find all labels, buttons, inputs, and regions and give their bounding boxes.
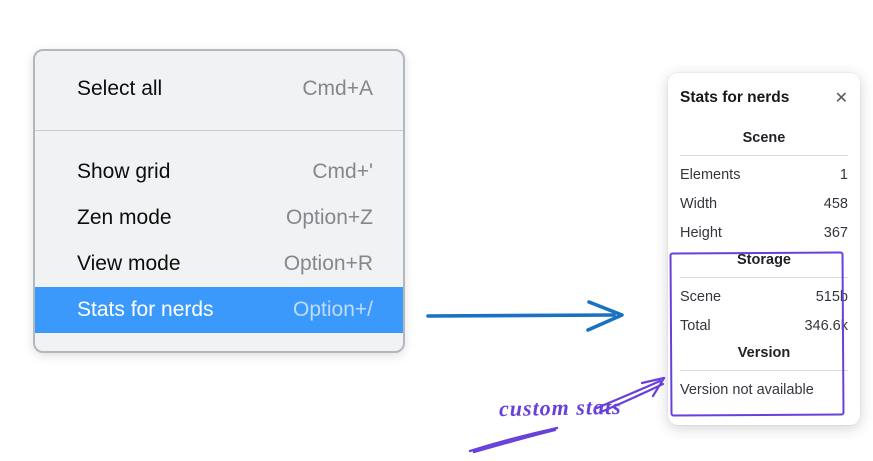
menu-item-label: Stats for nerds bbox=[77, 298, 214, 321]
stats-panel: Stats for nerds ✕ Scene Elements 1 Width… bbox=[668, 73, 860, 425]
section-divider bbox=[680, 370, 848, 371]
close-icon[interactable]: ✕ bbox=[834, 88, 848, 107]
menu-item-shortcut: Option+/ bbox=[293, 298, 373, 321]
custom-stats-label: custom stats bbox=[498, 393, 622, 422]
stat-label: Total bbox=[680, 317, 711, 334]
menu-item-view-mode[interactable]: View mode Option+R bbox=[35, 241, 403, 287]
stat-value: 515b bbox=[815, 288, 848, 305]
scene-section-header: Scene bbox=[742, 130, 786, 146]
section-divider bbox=[680, 155, 848, 156]
menu-item-shortcut: Cmd+A bbox=[302, 77, 373, 100]
stats-panel-header: Stats for nerds ✕ bbox=[680, 88, 848, 108]
menu-item-label: Select all bbox=[77, 77, 163, 100]
version-note: Version not available bbox=[680, 381, 814, 398]
menu-item-label: Show grid bbox=[77, 160, 171, 183]
stat-row-height: Height 367 bbox=[680, 218, 848, 247]
menu-item-shortcut: Cmd+' bbox=[312, 160, 373, 183]
context-menu: Select all Cmd+A Show grid Cmd+' Zen mod… bbox=[33, 49, 405, 353]
stat-value: 346.6k bbox=[804, 317, 848, 334]
stat-label: Width bbox=[680, 195, 718, 212]
menu-item-shortcut: Option+Z bbox=[286, 206, 373, 229]
stat-value: 1 bbox=[839, 166, 848, 183]
menu-item-zen-mode[interactable]: Zen mode Option+Z bbox=[35, 195, 403, 241]
stat-label: Elements bbox=[680, 166, 741, 183]
stat-value: 367 bbox=[823, 224, 848, 241]
storage-section-header: Storage bbox=[737, 252, 791, 268]
menu-item-label: View mode bbox=[77, 252, 181, 275]
menu-divider bbox=[35, 130, 403, 131]
stat-row-scene-storage: Scene 515b bbox=[680, 282, 848, 311]
version-section-header: Version bbox=[737, 345, 791, 361]
menu-item-show-grid[interactable]: Show grid Cmd+' bbox=[35, 149, 403, 195]
custom-stats-underline bbox=[468, 426, 559, 454]
menu-item-stats-for-nerds[interactable]: Stats for nerds Option+/ bbox=[35, 287, 403, 333]
stats-panel-title: Stats for nerds bbox=[680, 89, 790, 106]
menu-item-label: Zen mode bbox=[77, 206, 172, 229]
menu-item-shortcut: Option+R bbox=[283, 252, 373, 275]
stat-row-width: Width 458 bbox=[680, 189, 848, 218]
menu-item-select-all[interactable]: Select all Cmd+A bbox=[35, 66, 403, 112]
stat-row-elements: Elements 1 bbox=[680, 160, 848, 189]
stat-row-total-storage: Total 346.6k bbox=[680, 311, 848, 340]
stat-label: Height bbox=[680, 224, 722, 241]
stat-value: 458 bbox=[823, 195, 848, 212]
section-divider bbox=[680, 277, 848, 278]
blue-arrow bbox=[426, 300, 624, 332]
stat-label: Scene bbox=[680, 288, 722, 305]
